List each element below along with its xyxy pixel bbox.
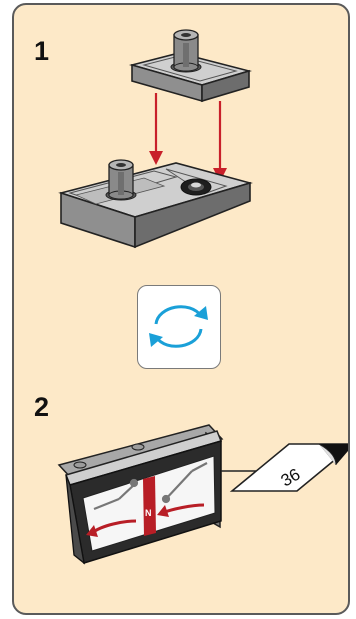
tile-marker-label: N bbox=[145, 508, 152, 518]
page-reference-tag: 36 bbox=[232, 444, 350, 491]
step-2-illustration: N bbox=[14, 5, 350, 615]
printed-tile-assembly: N bbox=[59, 425, 222, 563]
instruction-panel: 1 bbox=[12, 3, 350, 615]
